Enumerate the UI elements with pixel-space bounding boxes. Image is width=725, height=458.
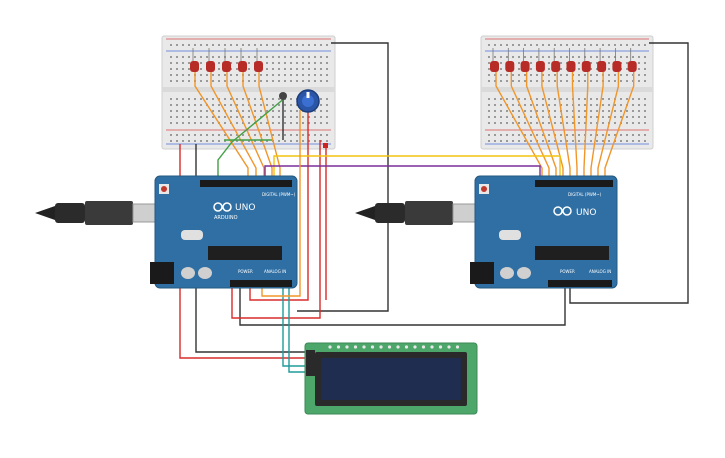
arduino-board-left: ARDUINO UNO DIGITAL (PWM~) POWER ANALOG … — [150, 175, 298, 289]
led-red — [190, 48, 199, 72]
arduino-logo-text: ARDUINO — [214, 215, 238, 221]
usb-cable-right — [355, 201, 476, 225]
led-red — [612, 48, 622, 72]
orange-wire — [258, 72, 281, 181]
orange-wire — [194, 72, 249, 181]
orange-wire — [525, 72, 557, 181]
atmega-chip — [208, 246, 282, 260]
yellow-wire — [273, 155, 561, 181]
lcd-pin — [362, 345, 366, 349]
board-model-label: UNO — [235, 203, 255, 213]
orange-wire — [583, 72, 589, 181]
board-model-label: UNO — [576, 208, 596, 218]
lcd-pin — [345, 345, 349, 349]
orange-wire — [495, 72, 543, 181]
lcd-pin — [455, 345, 460, 349]
lcd-pin — [396, 345, 400, 349]
led-red — [505, 48, 515, 72]
red-wire — [231, 140, 321, 319]
analog-header — [230, 280, 292, 287]
led-red — [627, 48, 637, 72]
right-breadboard — [480, 35, 654, 150]
red-wire — [249, 112, 309, 301]
atmega-chip — [535, 246, 609, 260]
lcd-pin-header — [328, 345, 460, 349]
arduino-board-right: UNO DIGITAL (PWM~) POWER ANALOG IN — [470, 175, 618, 289]
power-label: POWER — [560, 269, 575, 274]
teal-wire — [288, 288, 310, 373]
black-wire — [569, 42, 689, 304]
orange-wire — [541, 72, 564, 181]
led-red — [206, 48, 215, 72]
lcd-pin — [413, 345, 417, 349]
lcd-pin — [447, 345, 451, 349]
orange-wire — [571, 72, 578, 181]
lcd-pin — [421, 345, 426, 349]
lcd-pin — [353, 345, 358, 349]
power-jack — [150, 262, 174, 284]
lcd-pin — [370, 345, 375, 349]
lcd-pin — [387, 345, 392, 349]
led-layer — [190, 48, 637, 72]
orange-wire — [556, 72, 571, 181]
orange-wire — [597, 72, 620, 181]
orange-wire — [226, 72, 265, 181]
arduino-logo-icon — [213, 202, 232, 212]
lcd-pin — [328, 345, 332, 349]
led-red — [535, 48, 545, 72]
lcd-pin — [430, 345, 434, 349]
analog-label: ANALOG IN — [264, 269, 286, 274]
led-red — [222, 48, 231, 72]
led-red — [581, 48, 591, 72]
usb-cable-left — [35, 201, 156, 225]
orange-wire — [242, 72, 273, 181]
led-red — [566, 48, 576, 72]
led-red — [551, 48, 561, 72]
digital-label: DIGITAL (PWM~) — [568, 192, 602, 197]
lcd-display — [304, 342, 478, 415]
potentiometer — [296, 89, 320, 113]
orange-wire — [510, 72, 550, 181]
wire-layer — [179, 42, 689, 373]
lcd-pin — [336, 345, 341, 349]
push-button — [279, 92, 287, 100]
power-jack — [470, 262, 494, 284]
lcd-pin — [379, 345, 383, 349]
led-red — [254, 48, 263, 72]
ground-marker — [323, 143, 328, 148]
i2c-connector — [306, 350, 315, 376]
purple-wire — [264, 165, 541, 181]
digital-header — [200, 180, 292, 187]
led-red — [597, 48, 607, 72]
lcd-pin — [404, 345, 409, 349]
orange-wire — [261, 110, 301, 297]
black-wire — [297, 42, 389, 312]
led-red — [520, 48, 530, 72]
lcd-screen — [321, 358, 461, 400]
arduino-logo-icon — [553, 206, 572, 216]
digital-label: DIGITAL (PWM~) — [262, 192, 296, 197]
led-red — [238, 48, 247, 72]
digital-header — [535, 180, 613, 187]
power-label: POWER — [238, 269, 253, 274]
orange-wire — [210, 72, 257, 181]
analog-header — [548, 280, 612, 287]
orange-wire — [590, 72, 604, 181]
green-wire — [217, 96, 287, 181]
orange-wire — [604, 72, 635, 181]
teal-wire — [282, 288, 310, 367]
analog-label: ANALOG IN — [589, 269, 611, 274]
led-red — [490, 48, 499, 72]
lcd-pin — [438, 345, 443, 349]
black-wire — [239, 288, 566, 326]
